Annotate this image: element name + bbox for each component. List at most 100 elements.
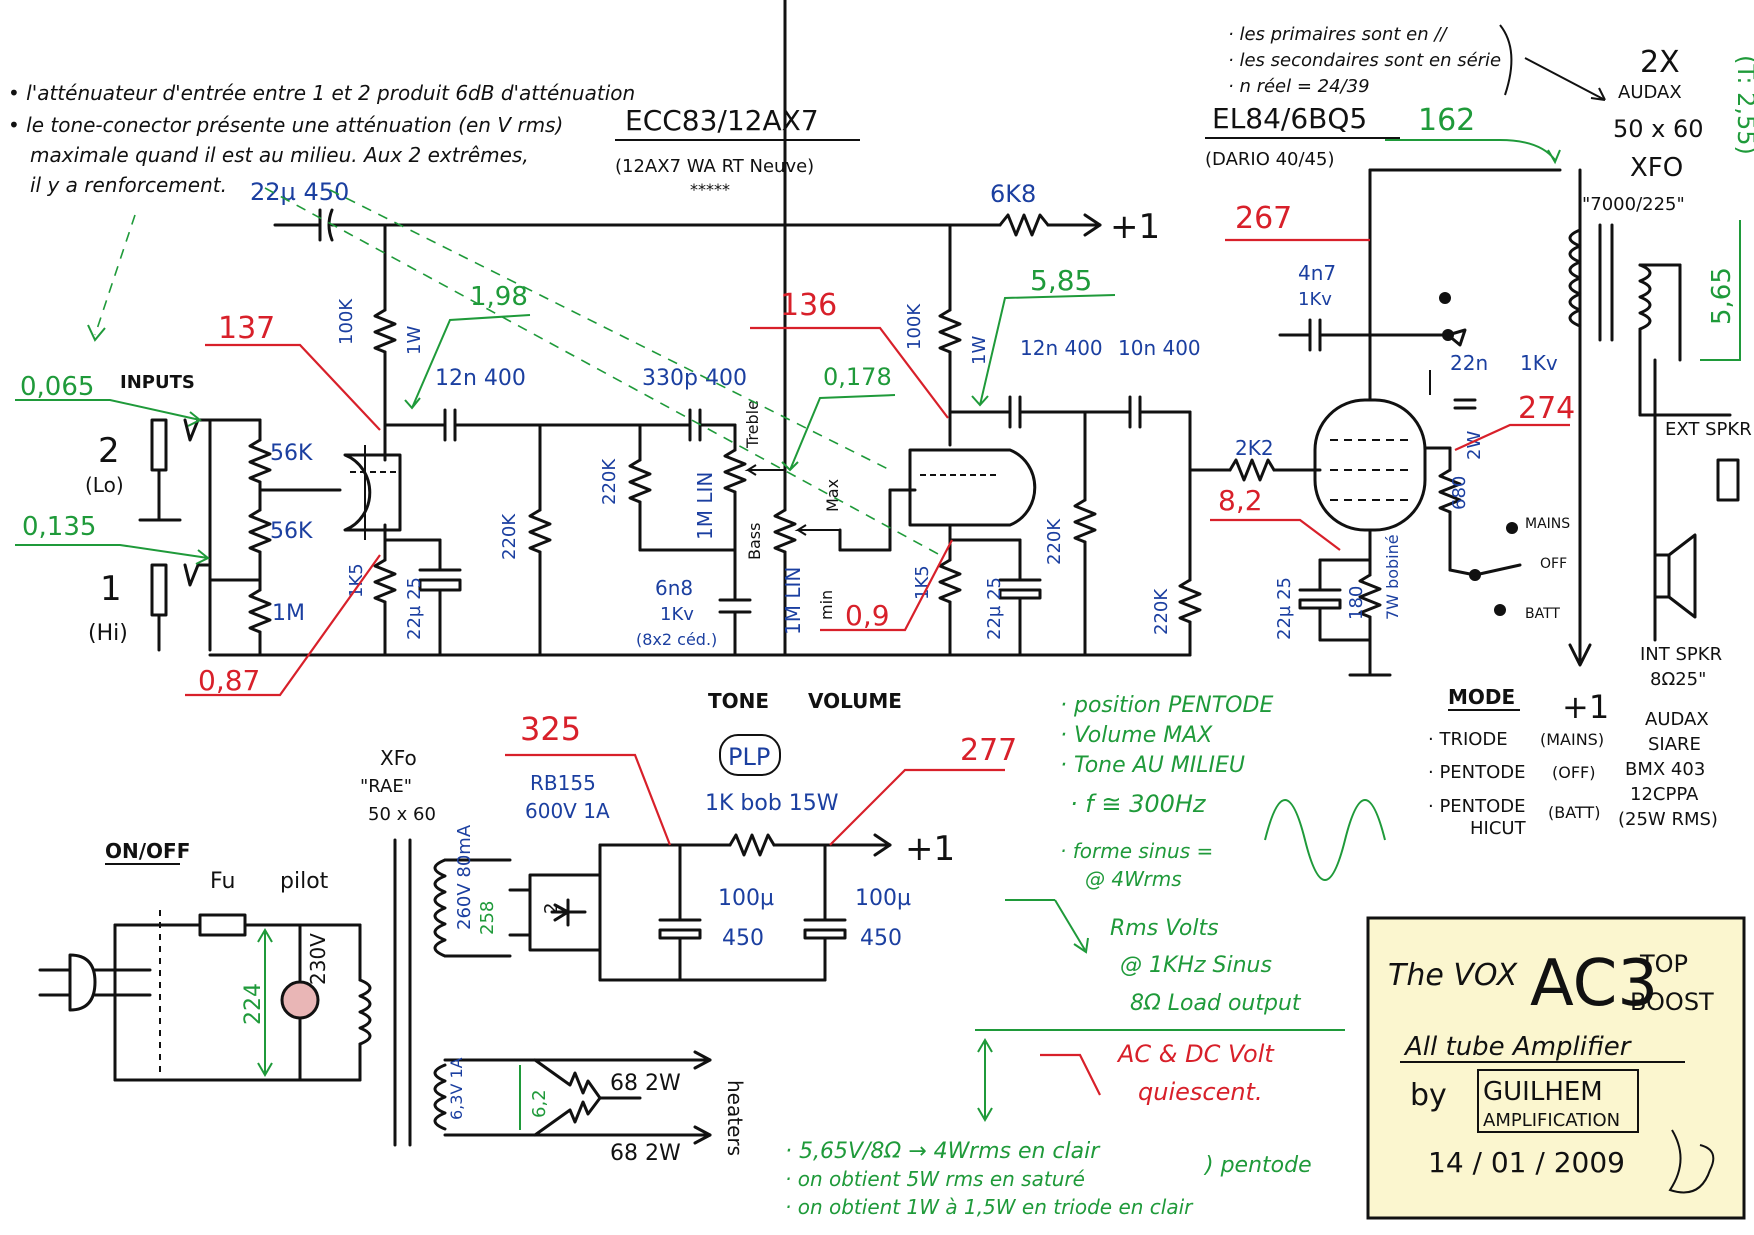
r-100k-b-label: 100K xyxy=(904,303,925,350)
plp-label: PLP xyxy=(728,743,770,771)
meas-5-85: 5,85 xyxy=(1030,264,1092,297)
transformer-labels: 2X AUDAX 50 x 60 XFO "7000/225" (T: 2,55… xyxy=(1582,45,1754,215)
r-180-w: 7W bobiné xyxy=(1383,534,1402,620)
mode-3-pos: (BATT) xyxy=(1548,803,1600,822)
ps-xfo-brand: "RAE" xyxy=(360,776,412,797)
switch-dot-a xyxy=(1439,292,1451,304)
bridge-rectifier-icon xyxy=(528,873,602,952)
svg-text:2: 2 xyxy=(541,903,562,914)
ext-spkr-jack-icon xyxy=(1716,458,1740,502)
v1a-stage: 100K 1W 22µ 25 1K5 12n 400 220K xyxy=(336,223,692,657)
el84-tube-icon xyxy=(1313,398,1427,532)
legend: Rms Volts @ 1KHz Sinus 8Ω Load output AC… xyxy=(975,899,1345,1122)
cond-3: · Tone AU MILIEU xyxy=(1060,753,1245,778)
volume-label: VOLUME xyxy=(808,689,902,713)
input-stage: INPUTS 2 (Lo) 1 (Hi) 56K 56K 1M xyxy=(85,372,392,657)
meas-5-65: 5,65 xyxy=(1707,267,1737,325)
green-measurements: 0,065 0,135 1,98 0,178 5,85 162 5,65 xyxy=(15,103,1741,565)
v1b-tube-icon xyxy=(908,448,1037,527)
pot-treble-value: 1M LIN xyxy=(693,472,717,540)
pilot-label: pilot xyxy=(280,869,329,894)
r-68-b: 68 2W xyxy=(610,1141,681,1166)
meas-0-065: 0,065 xyxy=(20,372,94,402)
hv-meas-label: 258 xyxy=(477,901,498,935)
bass-label: Bass xyxy=(745,523,764,560)
legend-dc-2: quiescent. xyxy=(1138,1078,1263,1106)
c-22u25-c-label: 22µ 25 xyxy=(1274,577,1295,640)
fuse-icon xyxy=(198,913,247,937)
opt-secondary-icon xyxy=(1638,263,1652,331)
preamp-tube-stars: ***** xyxy=(690,180,730,199)
c-100u-a-v: 450 xyxy=(722,926,764,951)
c-22u25-b-label: 22µ 25 xyxy=(984,577,1005,640)
power-stage: 2K2 4n7 1Kv 22n 1Kv 680 2W 22µ 2 xyxy=(1188,168,1752,830)
legend-dc-1: AC & DC Volt xyxy=(1116,1040,1275,1068)
r-680-body xyxy=(1438,468,1462,514)
ht-rail: 22µ 450 6K8 +1 xyxy=(250,178,1160,247)
r-56k-b-label: 56K xyxy=(270,519,313,544)
xfo-ratio: "7000/225" xyxy=(1582,194,1685,215)
jack-2-icon xyxy=(150,418,168,472)
r-plp-label: 1K bob 15W xyxy=(705,791,839,816)
legend-rms-1: Rms Volts xyxy=(1110,916,1219,941)
r-1k5-a-body xyxy=(373,558,397,604)
primary-notes: · les primaires sont en // · les seconda… xyxy=(1228,24,1606,101)
opt-primary-icon xyxy=(1568,228,1582,328)
title-block: The VOX AC3 TOP BOOST All tube Amplifier… xyxy=(1366,916,1746,1220)
c-22n-v: 1Kv xyxy=(1520,351,1558,375)
title-subtitle: All tube Amplifier xyxy=(1403,1032,1633,1062)
title-maker-1: GUILHEM xyxy=(1483,1077,1603,1107)
meas-267: 267 xyxy=(1235,201,1292,236)
r-220k-d-label: 220K xyxy=(1151,588,1172,635)
title-the-vox: The VOX xyxy=(1388,958,1519,993)
r-220k-c-body xyxy=(1073,498,1097,544)
cond-4: · f ≅ 300Hz xyxy=(1070,790,1207,818)
c-22u25-a-label: 22µ 25 xyxy=(404,577,425,640)
heat-sec-label: 6,3V 1A xyxy=(447,1057,466,1120)
meas-0-135: 0,135 xyxy=(22,512,96,542)
c-22n-label: 22n xyxy=(1450,351,1488,375)
mains-plug-icon xyxy=(68,953,97,1012)
c-12n-b-label: 12n 400 xyxy=(1020,336,1103,360)
maker-box xyxy=(1477,1069,1639,1133)
r-2k2-label: 2K2 xyxy=(1235,436,1274,460)
c-10n-label: 10n 400 xyxy=(1118,336,1201,360)
spkr-model-1: SIARE xyxy=(1648,734,1701,755)
r-56k-b-body xyxy=(248,508,272,554)
r-1m-body xyxy=(248,588,272,634)
c-100u-b: 100µ xyxy=(855,886,911,911)
c-100u-b-v: 450 xyxy=(860,926,902,951)
tone-stack: 330p 400 220K 1M LIN Treble Bass 6n8 1Kv… xyxy=(538,0,1022,713)
hv-secondary-icon xyxy=(433,858,447,958)
power-tube-label: EL84/6BQ5 xyxy=(1212,102,1367,135)
plus1-a: +1 xyxy=(1110,207,1160,247)
title-model: AC3 xyxy=(1530,947,1658,1021)
hv-sec-label: 260V 80mA xyxy=(454,824,475,930)
pilot-lamp-icon xyxy=(280,980,320,1020)
title-top: TOP xyxy=(1639,950,1688,978)
onoff-label: ON/OFF xyxy=(105,839,190,863)
pot-treble-icon xyxy=(723,448,747,494)
mode-title: MODE xyxy=(1448,685,1515,709)
plp-outline-icon xyxy=(719,734,781,776)
jack-1-icon xyxy=(150,563,168,617)
int-spkr-label: INT SPKR xyxy=(1640,644,1722,665)
title-boost: BOOST xyxy=(1630,988,1714,1016)
int-spkr-ohm: 8Ω25" xyxy=(1650,669,1706,690)
pot-volume-icon xyxy=(773,508,797,554)
power-tube-sub: (DARIO 40/45) xyxy=(1205,149,1334,170)
c-6n8-v: 1Kv xyxy=(660,604,694,625)
r-6k8-body xyxy=(998,213,1050,237)
red-measurements: 137 0,87 136 0,9 267 274 8,2 325 277 xyxy=(185,201,1575,846)
prim-note-3: · n réel = 24/39 xyxy=(1228,76,1370,97)
r-1k5-b-label: 1K5 xyxy=(912,565,933,600)
r-180-label: 180 xyxy=(1346,586,1367,620)
r-6k8-label: 6K8 xyxy=(990,180,1036,208)
cond-5: · forme sinus = xyxy=(1060,839,1213,863)
spkr-power: (25W RMS) xyxy=(1618,809,1718,830)
int-speaker-icon xyxy=(1653,553,1671,599)
meas-274: 274 xyxy=(1518,391,1575,426)
mode-1: · TRIODE xyxy=(1428,729,1508,750)
legend-rms-3: 8Ω Load output xyxy=(1130,991,1302,1016)
